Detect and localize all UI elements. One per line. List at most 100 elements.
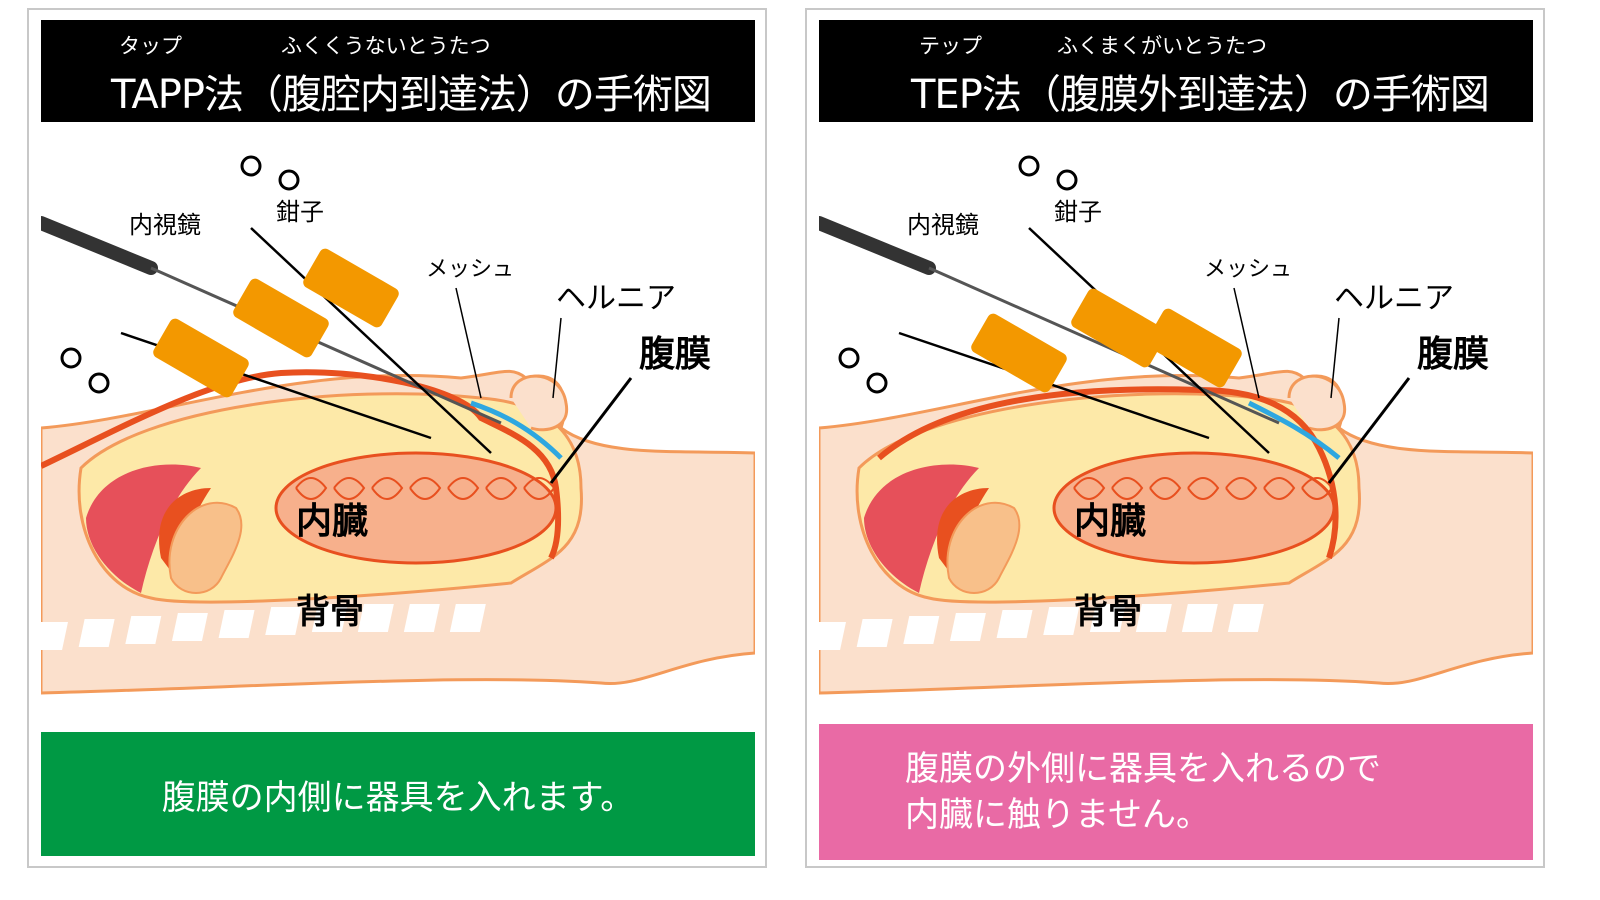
vertebra — [449, 604, 486, 632]
intestine-fold — [1073, 477, 1106, 500]
peritoneum-pointer — [549, 377, 633, 484]
label-hernia: ヘルニア — [1334, 281, 1454, 316]
caption-line: 腹膜の内側に器具を入れます。 — [161, 777, 635, 818]
vertebra — [1181, 604, 1218, 632]
intestine-fold — [1225, 477, 1258, 500]
label-spine: 背骨 — [296, 592, 364, 632]
intestine-fold — [1111, 477, 1144, 500]
intestine-fold — [1149, 477, 1182, 500]
hernia-pointer — [552, 317, 562, 399]
forceps-ring — [838, 347, 860, 369]
vertebra — [1043, 607, 1080, 635]
label-viscera: 内臓 — [1074, 501, 1146, 542]
hernia-bulge — [1287, 374, 1347, 432]
forceps-top — [250, 227, 492, 454]
label-peritoneum: 腹膜 — [639, 334, 711, 375]
forceps-ring — [1056, 169, 1078, 191]
tapp-panel: タップ ふくくうないとうたつ TAPP法（腹腔内到達法）の手術図 内視鏡 鉗子メッ… — [27, 8, 767, 868]
kidney — [946, 501, 1021, 594]
forceps-left — [898, 331, 1210, 440]
intestine-fold — [371, 477, 404, 500]
tep-title: TEP法（腹膜外到達法）の手術図 — [911, 72, 1490, 118]
intestine-fold — [523, 477, 556, 500]
endoscope-handle — [41, 216, 158, 275]
forceps-ring — [240, 155, 262, 177]
peritoneum-line — [41, 369, 562, 560]
intestine-fold — [409, 477, 442, 500]
intestine-fold — [295, 477, 328, 500]
endoscope-shaft — [150, 266, 502, 425]
tapp-caption: 腹膜の内側に器具を入れます。 — [41, 732, 755, 856]
trocar — [971, 313, 1067, 393]
label-endoscope: 内視鏡 — [129, 211, 201, 239]
forceps-ring — [60, 347, 82, 369]
label-mesh: メッシュ — [426, 257, 514, 282]
intestine-fold — [447, 477, 480, 500]
vertebra — [996, 610, 1033, 638]
vertebra — [125, 616, 162, 644]
peritoneum-pointer — [1327, 377, 1411, 484]
tapp-title: TAPP法（腹腔内到達法）の手術図 — [111, 72, 712, 118]
trocar — [303, 248, 399, 328]
vertebra — [311, 604, 348, 632]
endoscope-handle — [819, 216, 936, 275]
trocar — [1071, 288, 1167, 368]
hernia-pointer — [1330, 317, 1340, 399]
label-endoscope: 内視鏡 — [907, 211, 979, 239]
ruby-fukumakugaitoutatsu: ふくまくがいとうたつ — [1057, 34, 1267, 58]
ruby-tapp: タップ — [119, 34, 182, 58]
tep-caption: 腹膜の外側に器具を入れるので 内臓に触りません。 — [819, 724, 1533, 860]
vertebra — [357, 604, 394, 632]
vertebra — [903, 616, 940, 644]
forceps-ring — [1018, 155, 1040, 177]
intestine-fold — [1187, 477, 1220, 500]
liver — [864, 464, 979, 593]
vertebra — [41, 622, 68, 650]
tep-header: テップ ふくまくがいとうたつ TEP法（腹膜外到達法）の手術図 — [819, 20, 1533, 122]
label-peritoneum: 腹膜 — [1417, 334, 1489, 375]
tep-panel: テップ ふくまくがいとうたつ TEP法（腹膜外到達法）の手術図 内視鏡 鉗子メッシ… — [805, 8, 1545, 868]
intestine-fold — [485, 477, 518, 500]
intestine-fold — [1263, 477, 1296, 500]
liver — [86, 464, 201, 593]
intestine-fold — [1301, 477, 1334, 500]
label-forceps: 鉗子 — [1054, 198, 1102, 226]
intestines — [1052, 451, 1336, 565]
caption-line: 内臓に触りません。 — [905, 795, 1210, 835]
label-viscera: 内臓 — [296, 501, 368, 542]
vertebra — [1135, 604, 1172, 632]
endoscope-shaft — [928, 266, 1280, 425]
vertebra — [1089, 604, 1126, 632]
vertebra — [171, 613, 208, 641]
hernia-bulge — [509, 374, 569, 432]
trocar — [1146, 308, 1242, 388]
ruby-fukukunaitoutatsu: ふくくうないとうたつ — [281, 34, 491, 58]
intestines — [274, 451, 558, 565]
vertebra — [856, 619, 893, 647]
mesh — [1247, 400, 1341, 460]
vertebra — [949, 613, 986, 641]
vertebra — [265, 607, 302, 635]
peritoneum-line — [877, 386, 1339, 559]
vertebra — [403, 604, 440, 632]
forceps-ring — [88, 372, 110, 394]
mesh-pointer — [1233, 287, 1260, 399]
forceps-ring — [866, 372, 888, 394]
label-mesh: メッシュ — [1204, 257, 1292, 282]
trocar — [233, 278, 329, 358]
forceps-ring — [278, 169, 300, 191]
kidney — [168, 501, 243, 594]
vertebra — [78, 619, 115, 647]
ruby-tep: テップ — [919, 34, 982, 58]
label-forceps: 鉗子 — [276, 198, 324, 226]
vertebra — [819, 622, 846, 650]
label-spine: 背骨 — [1074, 592, 1142, 632]
intestine-fold — [333, 477, 366, 500]
mesh — [470, 400, 563, 460]
caption-line: 腹膜の外側に器具を入れるので — [905, 749, 1381, 789]
label-hernia: ヘルニア — [556, 281, 676, 316]
tapp-header: タップ ふくくうないとうたつ TAPP法（腹腔内到達法）の手術図 — [41, 20, 755, 122]
mesh-pointer — [455, 287, 482, 399]
